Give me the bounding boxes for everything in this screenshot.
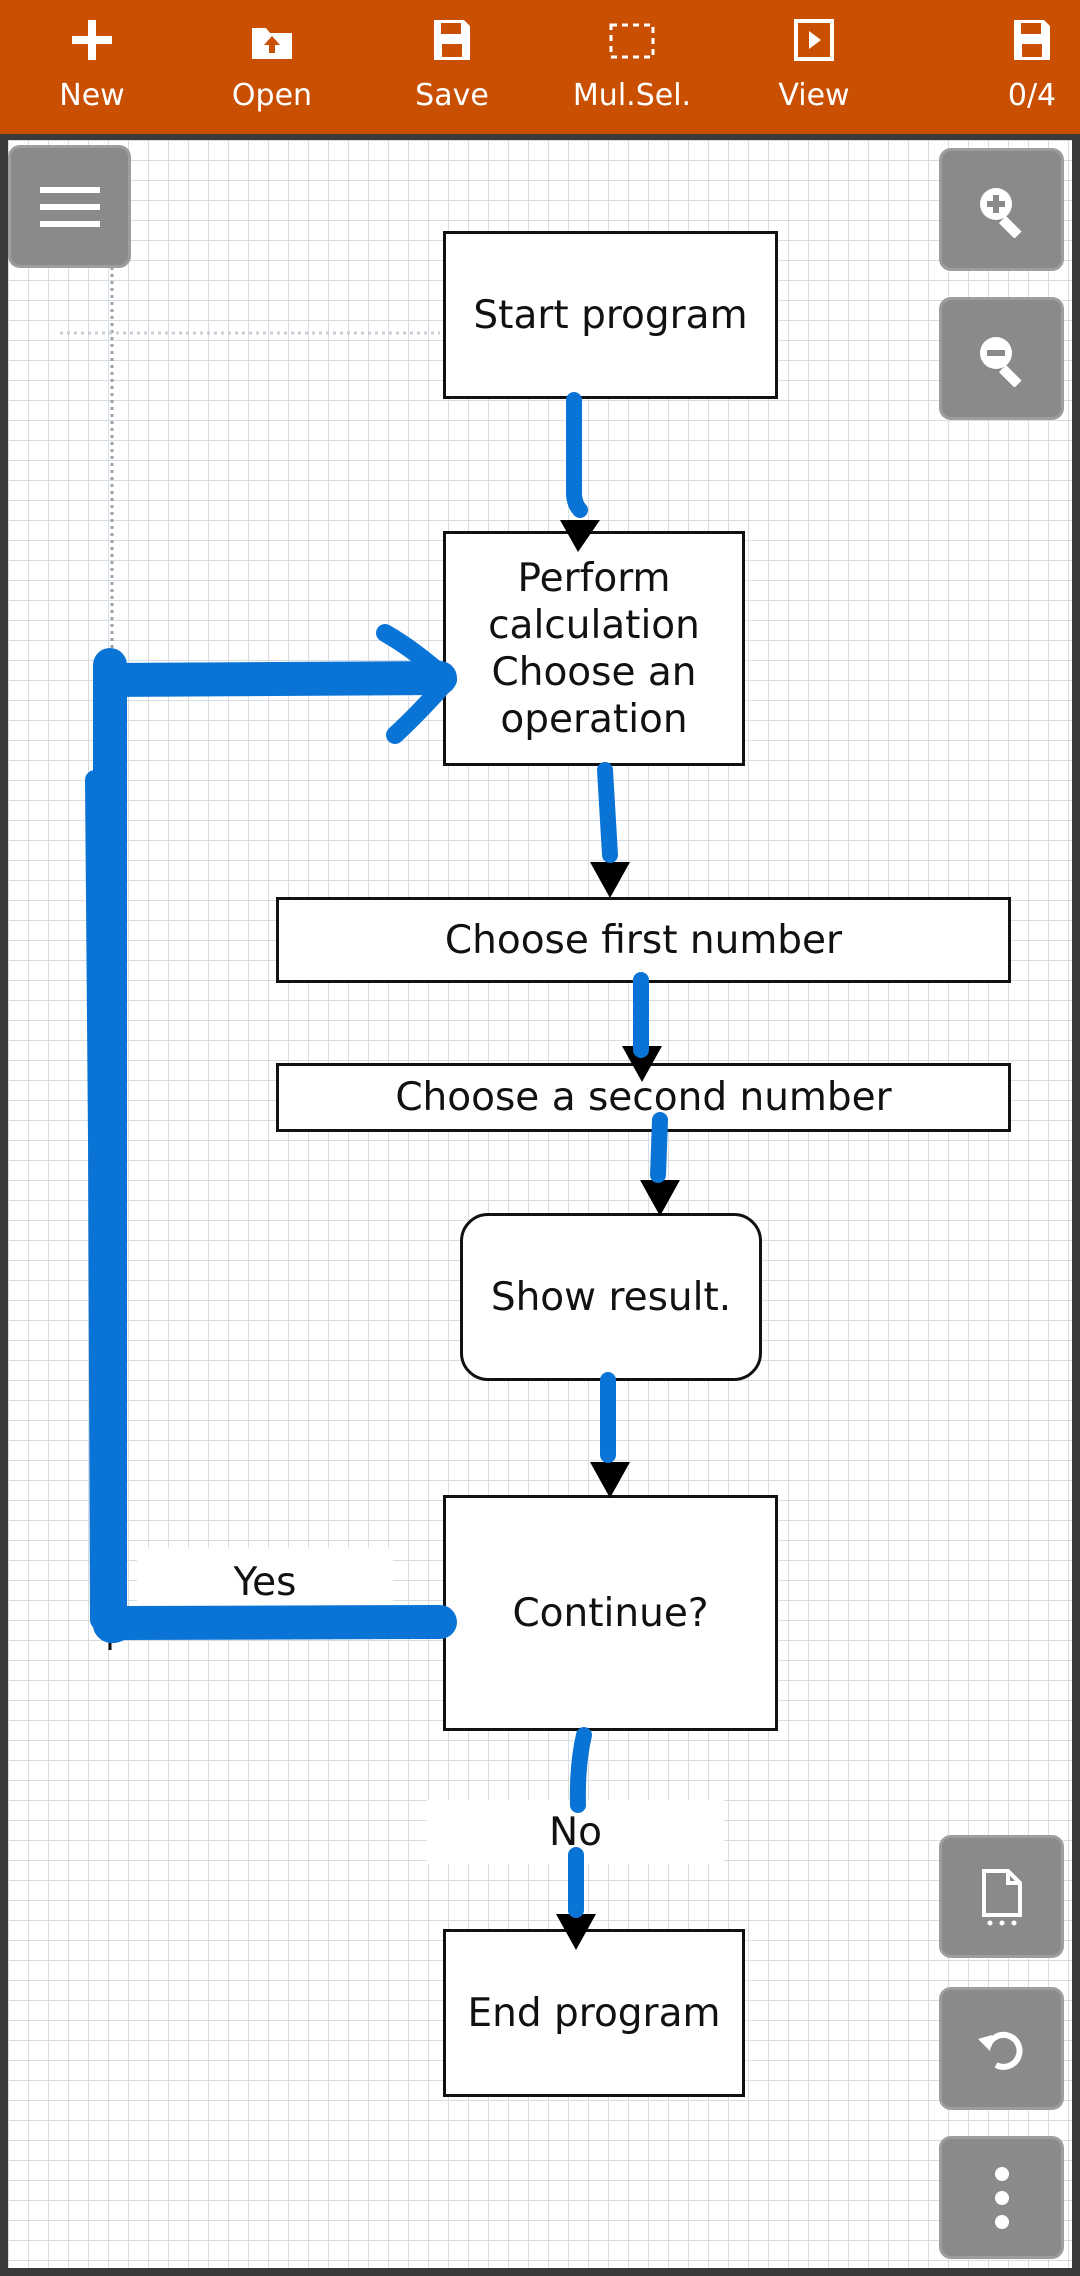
arrowhead <box>560 520 600 552</box>
play-view-icon <box>794 19 834 61</box>
page-icon <box>981 1868 1022 1925</box>
zoom-in-icon <box>979 187 1022 238</box>
edge-label-text: No <box>548 1809 603 1855</box>
toolbar: New Open Save Mul.Sel. View <box>0 0 1080 134</box>
node-label: Choose first number <box>444 917 843 963</box>
node-label: Continue? <box>512 1590 709 1636</box>
undo-icon <box>977 2031 1023 2070</box>
more-button[interactable] <box>939 2136 1064 2259</box>
page-counter: 0/4 <box>1007 78 1057 113</box>
new-label: New <box>59 78 125 113</box>
menu-icon <box>39 186 100 227</box>
view-button[interactable]: View <box>764 0 864 134</box>
multi-select-button[interactable]: Mul.Sel. <box>572 0 692 134</box>
zoom-out-button[interactable] <box>939 297 1064 420</box>
zoom-out-icon <box>979 336 1022 387</box>
ink-strokes <box>85 392 668 1918</box>
view-label: View <box>778 78 850 113</box>
toolbar-divider <box>0 134 1080 140</box>
node-perform-calculation[interactable]: Perform calculation Choose an operation <box>443 531 745 766</box>
node-label: End program <box>467 1990 721 2036</box>
folder-upload-icon <box>252 28 292 59</box>
undo-button[interactable] <box>939 1987 1064 2110</box>
multi-select-label: Mul.Sel. <box>572 78 692 113</box>
node-end-program[interactable]: End program <box>443 1929 745 2097</box>
arrowhead <box>622 1046 662 1082</box>
plus-icon <box>72 20 112 60</box>
ink-stroke <box>650 1112 668 1183</box>
ink-arrowhead <box>376 624 457 744</box>
more-vertical-icon <box>994 2166 1009 2229</box>
dashed-selection-icon <box>609 23 655 59</box>
menu-button[interactable] <box>8 145 131 268</box>
ink-stroke <box>566 392 588 518</box>
node-continue[interactable]: Continue? <box>443 1495 778 1731</box>
node-choose-first-number[interactable]: Choose first number <box>276 897 1011 983</box>
page-button[interactable] <box>939 1835 1064 1958</box>
node-start-program[interactable]: Start program <box>443 231 778 399</box>
save-button[interactable]: Save <box>402 0 502 134</box>
ink-stroke <box>93 661 457 697</box>
save-label: Save <box>415 78 489 113</box>
floppy-icon <box>1014 20 1050 60</box>
zoom-in-button[interactable] <box>939 148 1064 271</box>
node-label: operation <box>500 696 688 742</box>
node-label: calculation <box>488 602 700 648</box>
node-label: Start program <box>473 292 748 338</box>
node-label: Choose a second number <box>395 1075 892 1120</box>
node-label: Show result. <box>490 1274 732 1320</box>
arrowhead <box>640 1180 680 1216</box>
open-button[interactable]: Open <box>222 0 322 134</box>
ink-loop-back <box>93 648 457 1644</box>
arrowhead <box>556 1914 596 1950</box>
ink-stroke <box>85 770 110 1630</box>
node-label: Choose an <box>491 649 697 695</box>
arrowhead <box>590 862 630 898</box>
node-label: Perform <box>517 555 671 601</box>
open-label: Open <box>231 78 313 113</box>
arrowhead <box>590 1462 630 1498</box>
new-button[interactable]: New <box>42 0 142 134</box>
floppy-icon <box>434 20 470 60</box>
edge-label-yes[interactable]: Yes <box>137 1548 393 1616</box>
diagram-canvas[interactable] <box>8 140 1072 2268</box>
edge-label-text: Yes <box>233 1559 297 1605</box>
page-counter-button[interactable]: 0/4 <box>982 0 1080 134</box>
ink-stroke <box>597 762 618 863</box>
ink-stroke <box>569 1727 592 1813</box>
node-show-result[interactable]: Show result. <box>460 1213 762 1381</box>
